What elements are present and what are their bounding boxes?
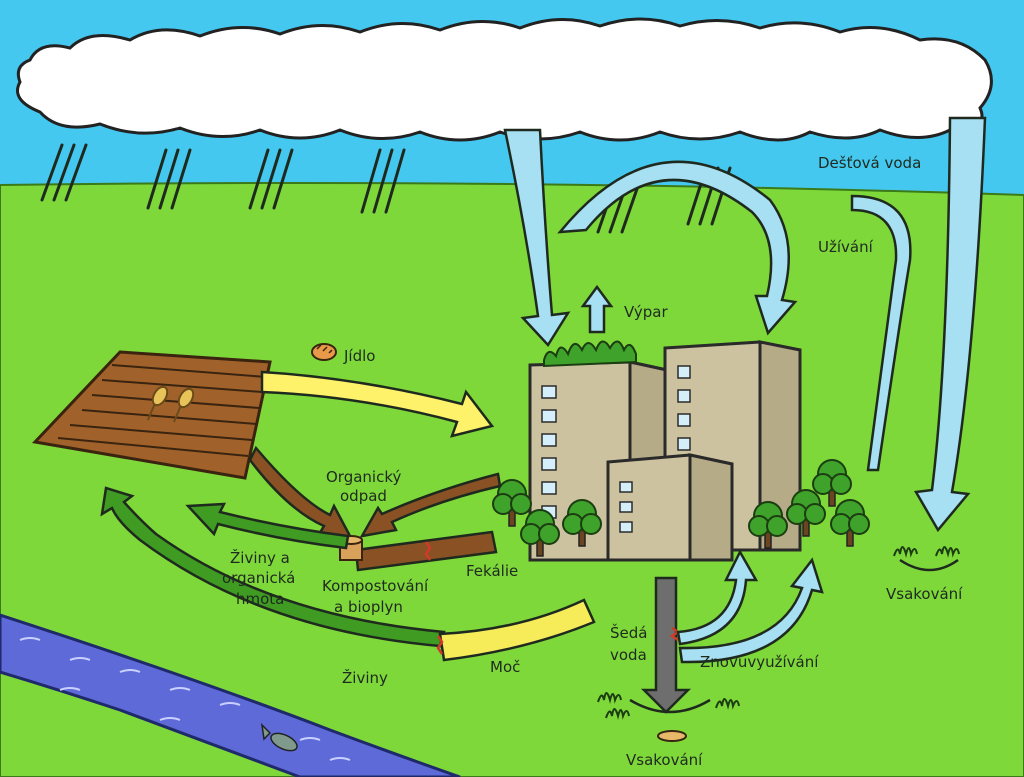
label-compost-1: Kompostování bbox=[322, 577, 429, 595]
rain-cloud bbox=[18, 19, 992, 140]
label-food: Jídlo bbox=[343, 347, 375, 365]
label-nutrients-matter-2: organická bbox=[222, 569, 295, 587]
label-use: Užívání bbox=[818, 238, 874, 256]
label-grey-2: voda bbox=[610, 646, 647, 664]
label-grey-1: Šedá bbox=[610, 623, 647, 642]
label-nutrients: Živiny bbox=[342, 668, 388, 687]
label-organic-2: odpad bbox=[340, 487, 387, 505]
label-evaporation: Výpar bbox=[624, 303, 668, 321]
label-nutrients-matter-3: hmota bbox=[236, 590, 284, 608]
label-organic-1: Organický bbox=[326, 468, 401, 486]
bread-icon bbox=[312, 344, 336, 360]
label-compost-2: a bioplyn bbox=[334, 598, 403, 616]
label-urine: Moč bbox=[490, 658, 520, 676]
label-feces: Fekálie bbox=[466, 562, 518, 580]
label-infiltration-bottom: Vsakování bbox=[626, 751, 703, 769]
label-nutrients-matter-1: Živiny a bbox=[230, 548, 290, 567]
label-reuse: Znovuvyužívání bbox=[700, 653, 819, 671]
label-rainwater: Dešťová voda bbox=[818, 154, 921, 172]
label-infiltration-right: Vsakování bbox=[886, 585, 963, 603]
